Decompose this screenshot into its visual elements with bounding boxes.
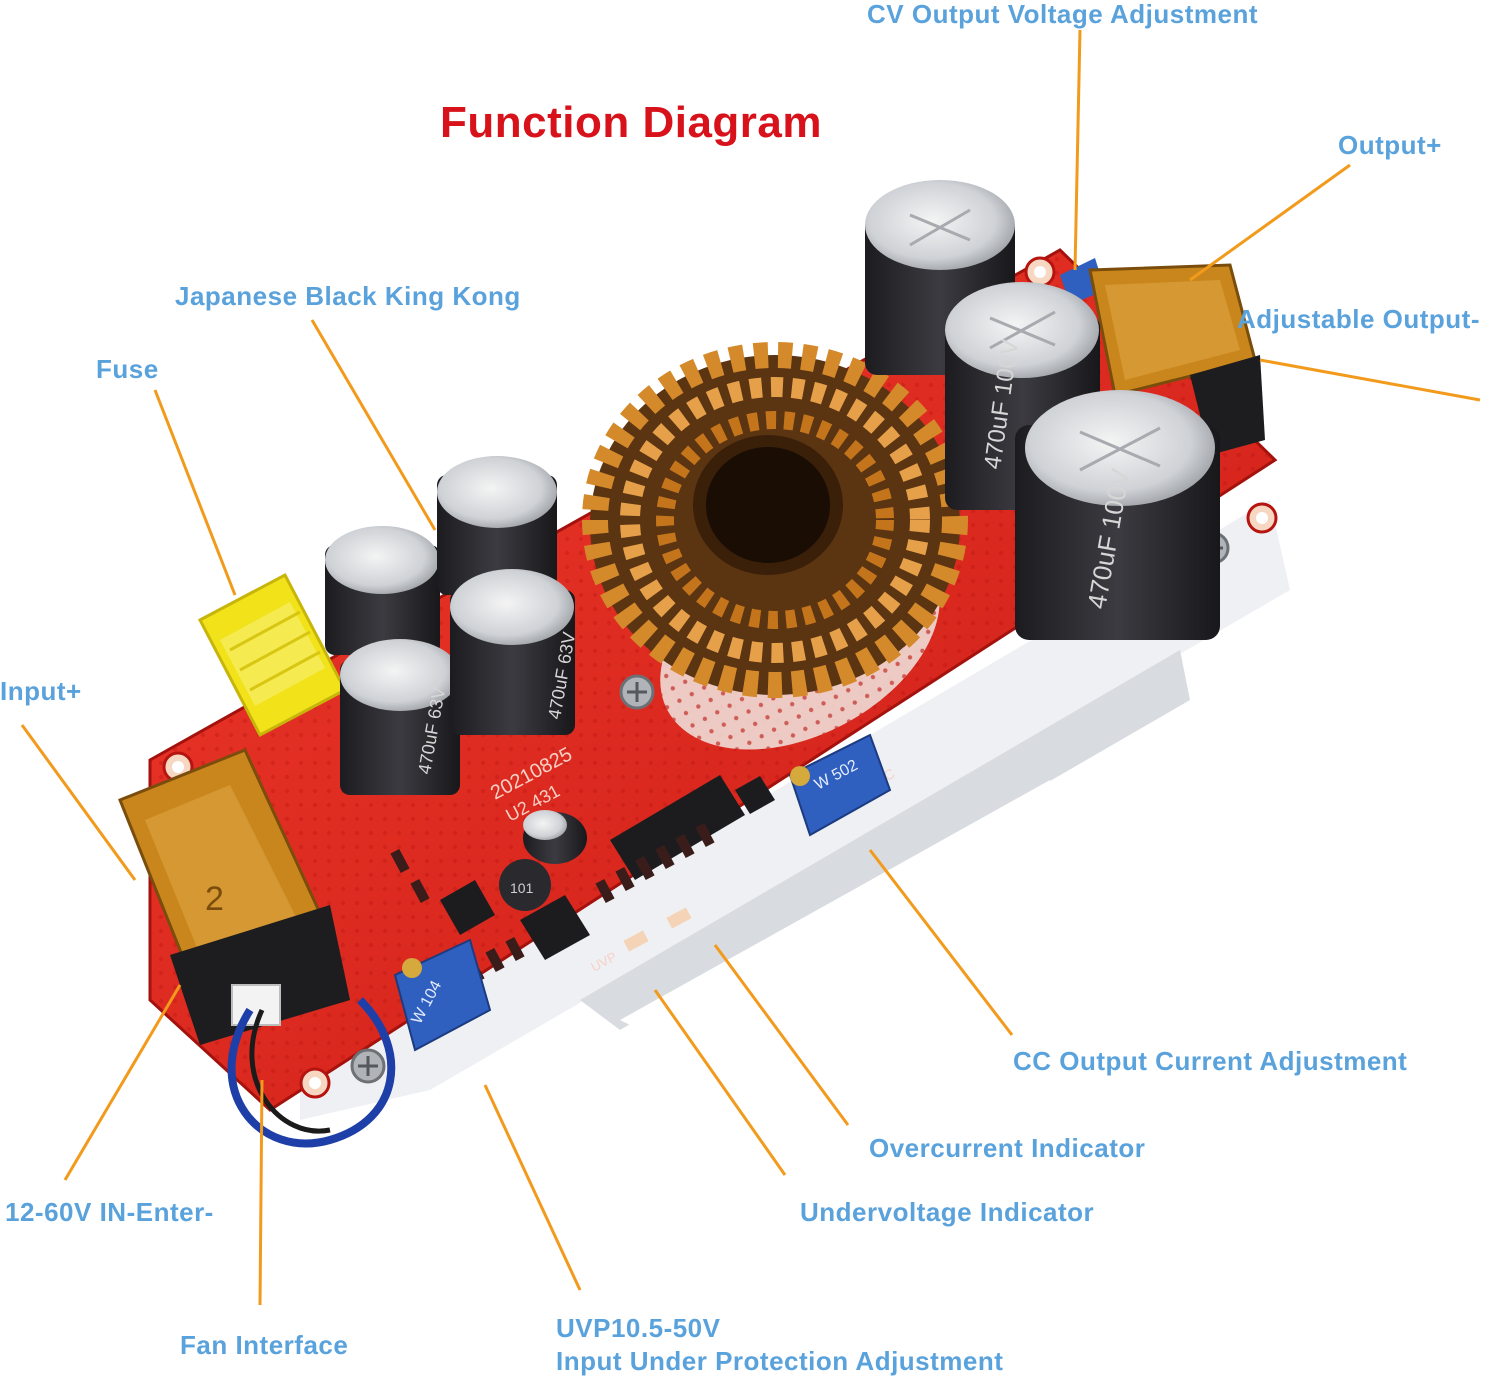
label-uvp-description: Input Under Protection Adjustment [556, 1346, 1004, 1376]
leader-uvp [483, 1084, 582, 1291]
label-overcurrent-indicator: Overcurrent Indicator [869, 1133, 1146, 1163]
svg-text:2: 2 [205, 880, 224, 918]
capacitor-small-1 [325, 526, 440, 655]
page-title: Function Diagram [440, 98, 823, 147]
output-terminal [1088, 263, 1265, 455]
leader-output-plus [1189, 163, 1351, 282]
label-japanese-black-king-kong: Japanese Black King Kong [175, 281, 521, 311]
uvp-potentiometer: W 104 [393, 938, 492, 1052]
leader-lines [20, 29, 1481, 1306]
label-cv-output-voltage-adjustment: CV Output Voltage Adjustment [867, 0, 1258, 29]
capacitor-small-2 [437, 456, 557, 595]
label-cc-output-current-adjustment: CC Output Current Adjustment [1013, 1046, 1408, 1076]
leader-adjustable-output-minus [1259, 358, 1481, 402]
cv-potentiometer: W 502 [788, 733, 892, 837]
label-input-plus: Input+ [0, 676, 82, 706]
label-fuse: Fuse [96, 354, 159, 384]
leader-undervoltage [653, 989, 787, 1176]
label-fan-interface: Fan Interface [180, 1330, 349, 1360]
label-uvp-range: UVP10.5-50V [556, 1313, 721, 1343]
leader-input-minus [63, 984, 182, 1181]
capacitor-small-4: 470uF 63V [450, 569, 579, 735]
leader-japanese-black-king-kong [310, 319, 437, 531]
inductor-smd-code: 101 [510, 880, 534, 896]
label-undervoltage-indicator: Undervoltage Indicator [800, 1197, 1095, 1227]
label-output-plus: Output+ [1338, 130, 1442, 160]
label-input-minus: 12-60V IN-Enter- [5, 1197, 214, 1227]
leader-fan-interface [258, 1079, 264, 1306]
fan-connector [227, 984, 396, 1148]
fuse-component [197, 572, 348, 738]
leader-cv-output [1073, 29, 1082, 271]
leader-cc-output [868, 849, 1014, 1036]
label-adjustable-output-minus: Adjustable Output- [1237, 304, 1480, 334]
input-terminal: 2 [118, 748, 350, 1045]
toroidal-inductor [582, 342, 968, 698]
capacitor-large-3: 470uF 100V [1015, 390, 1220, 640]
leader-fuse [153, 389, 237, 596]
heatsink [300, 500, 1290, 1120]
leader-overcurrent [713, 944, 850, 1126]
leader-input-plus [20, 724, 137, 881]
capacitor-small-3: 470uF 63V [340, 639, 460, 795]
